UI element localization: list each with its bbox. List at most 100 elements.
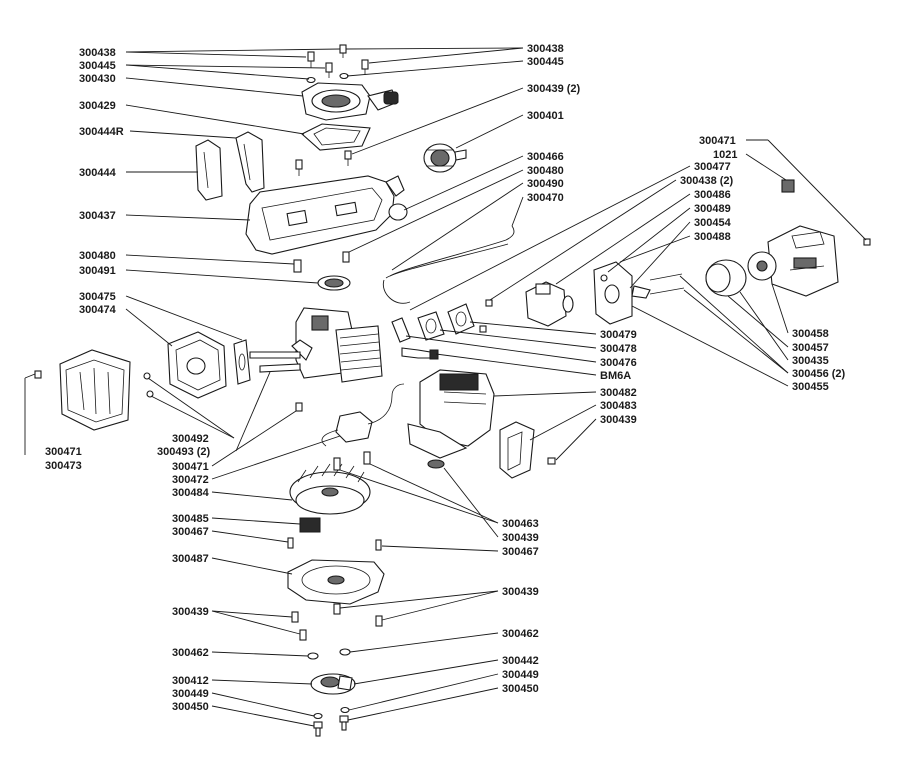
- label-300463: 300463: [502, 518, 539, 530]
- fuel-tank-300437: [245, 175, 408, 255]
- label-300475: 300475: [79, 291, 116, 303]
- label-300467-left: 300467: [172, 526, 209, 538]
- label-300401: 300401: [527, 110, 564, 122]
- leader-lines: [24, 47, 867, 727]
- carb-adapter-300479: [447, 303, 475, 335]
- label-300470: 300470: [527, 192, 564, 204]
- label-300477: 300477: [694, 161, 731, 173]
- label-300483: 300483: [600, 400, 637, 412]
- label-300435: 300435: [792, 355, 829, 367]
- label-300445-left: 300445: [79, 60, 116, 72]
- label-300485: 300485: [172, 513, 209, 525]
- label-300471-mid: 300471: [172, 461, 209, 473]
- bolt-300450-right: [339, 715, 349, 731]
- label-300471-topright: 300471: [699, 135, 736, 147]
- screw-top-bracket: [295, 159, 303, 170]
- fuel-filter-300491: [317, 275, 351, 291]
- washer-300449-right: [340, 706, 350, 714]
- grommet-300480: [293, 251, 350, 273]
- label-300439-bottom-left: 300439: [172, 606, 209, 618]
- screws-300463: [333, 451, 371, 471]
- washer-300462-right: [339, 648, 351, 656]
- washer-300445-right: [339, 72, 349, 80]
- label-300449-left: 300449: [172, 688, 209, 700]
- label-300480-right: 300480: [527, 165, 564, 177]
- label-300412: 300412: [172, 675, 209, 687]
- ignition-coil-300472: [321, 383, 405, 447]
- label-300458: 300458: [792, 328, 829, 340]
- label-300438-left: 300438: [79, 47, 116, 59]
- fuel-line-300470: [382, 225, 515, 304]
- screw-300445-right: [361, 59, 369, 75]
- label-300439-shroud: 300439: [600, 414, 637, 426]
- screw-300439-upper: [344, 150, 352, 160]
- label-BM6A: BM6A: [600, 370, 631, 382]
- label-300467-right: 300467: [502, 546, 539, 558]
- label-300450-left: 300450: [172, 701, 209, 713]
- label-300482: 300482: [600, 387, 637, 399]
- studs-300456: [649, 273, 685, 295]
- label-300473: 300473: [45, 460, 82, 472]
- screw-300439-shroud: [547, 457, 556, 465]
- bracket-300483: [499, 421, 535, 479]
- screws-300439-bottom: [291, 603, 383, 641]
- label-300493-2: 300493 (2): [157, 446, 211, 458]
- filter-cover-300458: [767, 225, 839, 297]
- recoil-starter-300430: [301, 82, 399, 121]
- muffler-300475: [143, 331, 227, 399]
- label-300474: 300474: [79, 304, 117, 316]
- label-300450-right: 300450: [502, 683, 539, 695]
- clutch-300412: [310, 673, 356, 695]
- gasket-300476: [391, 317, 411, 343]
- label-300444: 300444: [79, 167, 117, 179]
- label-1021: 1021: [713, 149, 737, 161]
- muffler-gasket-300474: [233, 339, 251, 385]
- label-300429: 300429: [79, 100, 116, 112]
- label-300444R: 300444R: [79, 126, 124, 138]
- washer-300462-left: [307, 652, 319, 660]
- crankcase-cover-300487: [287, 559, 385, 605]
- label-300439-bottom-right: 300439: [502, 586, 539, 598]
- bolt-300450-left: [313, 721, 323, 737]
- air-filter-base-300489: [593, 261, 633, 325]
- label-300439-2-top: 300439 (2): [527, 83, 581, 95]
- label-300488: 300488: [694, 231, 731, 243]
- flywheel-300484: [289, 463, 371, 515]
- label-300454: 300454: [694, 217, 732, 229]
- labels-layer: 300438 300445 300430 300429 300444R 3004…: [45, 43, 846, 713]
- engine-cylinder: [249, 307, 383, 383]
- parts-layer: [34, 44, 871, 737]
- label-300455: 300455: [792, 381, 829, 393]
- pins-300467: [287, 537, 382, 551]
- fuel-cap-300401: [423, 143, 467, 173]
- label-300456-2: 300456 (2): [792, 368, 846, 380]
- bracket-300444R: [235, 131, 265, 193]
- filter-support-300457: [747, 251, 777, 281]
- label-300462-left: 300462: [172, 647, 209, 659]
- label-300449-right: 300449: [502, 669, 539, 681]
- carburetor-300486: [479, 281, 574, 333]
- label-300487: 300487: [172, 553, 209, 565]
- label-300439-mid: 300439: [502, 532, 539, 544]
- label-300445-right: 300445: [527, 56, 564, 68]
- label-300476: 300476: [600, 357, 637, 369]
- screw-300438-left: [307, 51, 315, 68]
- screw-300471-right: [863, 238, 871, 246]
- label-300489: 300489: [694, 203, 731, 215]
- plug-1021: [781, 179, 795, 193]
- label-300438-2: 300438 (2): [680, 175, 734, 187]
- washer-300445-left: [306, 76, 316, 84]
- bracket-300444: [195, 139, 223, 201]
- shroud-300482: [407, 369, 495, 469]
- label-300442: 300442: [502, 655, 539, 667]
- screw-300438-mid: [339, 44, 347, 58]
- label-300480-left: 300480: [79, 250, 116, 262]
- label-300486: 300486: [694, 189, 731, 201]
- screw-300445-left: [325, 62, 333, 78]
- choke-300454: [631, 285, 651, 299]
- air-cleaner-cover-300473: [59, 349, 131, 431]
- label-300457: 300457: [792, 342, 829, 354]
- label-300438-right: 300438: [527, 43, 564, 55]
- magnet-300485: [299, 517, 321, 533]
